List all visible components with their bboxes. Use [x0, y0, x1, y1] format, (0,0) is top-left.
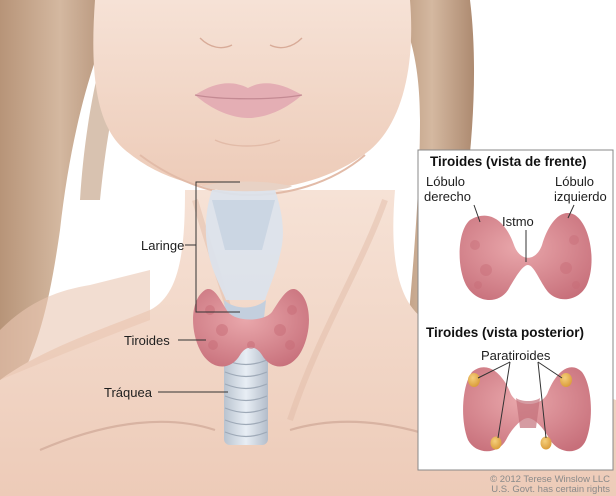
copyright-line2: U.S. Govt. has certain rights: [491, 484, 610, 495]
right-lobe-label-line1: Lóbulo: [426, 174, 465, 189]
trachea-label: Tráquea: [104, 385, 152, 400]
parathyroid-gland-2: [560, 373, 572, 387]
larynx-label: Laringe: [141, 238, 184, 253]
thyroid-label: Tiroides: [124, 333, 170, 348]
left-lobe-label-line2: izquierdo: [554, 189, 607, 204]
parathyroid-gland-3: [491, 437, 502, 450]
parathyroid-gland-4: [541, 437, 552, 450]
right-lobe-label-line2: derecho: [424, 189, 471, 204]
inset-back-view-title: Tiroides (vista posterior): [426, 325, 584, 341]
parathyroid-label: Paratiroides: [481, 348, 550, 363]
face: [93, 0, 411, 195]
inset-front-view-title: Tiroides (vista de frente): [430, 154, 587, 170]
isthmus-label: Istmo: [502, 214, 534, 229]
left-lobe-label-line1: Lóbulo: [555, 174, 594, 189]
parathyroid-gland-1: [468, 373, 480, 387]
